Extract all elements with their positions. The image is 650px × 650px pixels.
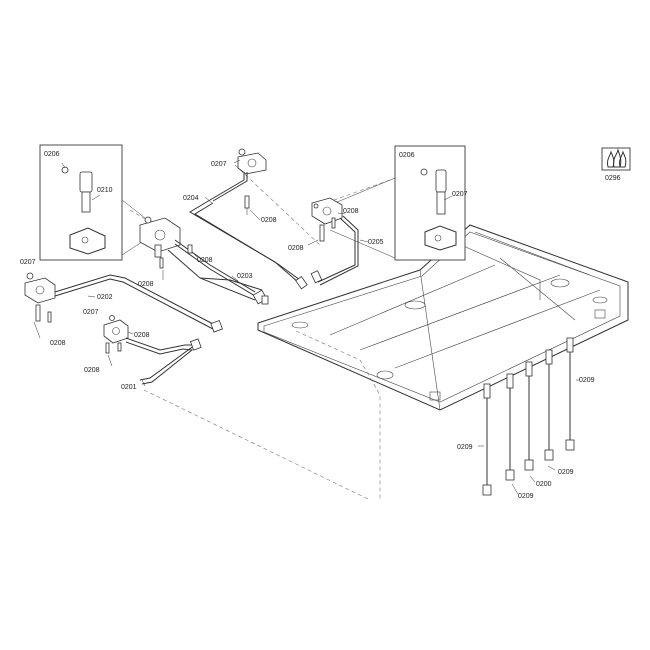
burner-frame [257, 224, 629, 411]
label-small-0208-a: 0208 [134, 332, 150, 339]
label-pipe-0204: 0204 [183, 195, 199, 202]
label-left-0208: 0208 [50, 340, 66, 347]
inset-left: 0206 0210 [39, 144, 146, 261]
guide-lines [129, 164, 391, 501]
ignition-leads: 0209 0209 0200 0209 0209 [457, 337, 595, 500]
label-wire-0200: 0200 [536, 481, 552, 488]
label-pipe-0205: 0205 [368, 239, 384, 246]
label-center-0208: 0208 [197, 257, 213, 264]
label-small-0207: 0207 [83, 309, 99, 316]
label-pipe-0202: 0202 [97, 294, 113, 301]
label-wire-0209-b: 0209 [558, 469, 574, 476]
label-wire-0209-d: 0209 [457, 444, 473, 451]
valve-small: 0207 0208 0208 0201 [83, 309, 202, 391]
label-top-0208: 0208 [261, 217, 277, 224]
label-inset-right-0207: 0207 [452, 191, 468, 198]
valve-main-left: 0208 0208 [138, 216, 269, 305]
label-center-0208-b: 0208 [138, 281, 154, 288]
inset-right: 0206 0207 [329, 145, 468, 261]
label-pipe-0203: 0203 [237, 273, 253, 280]
label-top-0207: 0207 [211, 161, 227, 168]
label-inset-left-0206: 0206 [44, 151, 60, 158]
label-inset-left-0210: 0210 [97, 187, 113, 194]
pipe-0203: 0203 [199, 273, 263, 291]
label-inset-right-0206: 0206 [399, 152, 415, 159]
label-left-0207: 0207 [20, 259, 36, 266]
valve-top: 0207 0208 [209, 148, 277, 224]
flame-kit-icon: 0296 [601, 147, 631, 182]
valve-mid-right: 0208 0208 0205 [288, 197, 384, 286]
label-mid-0208-a: 0208 [343, 208, 359, 215]
label-pipe-0201: 0201 [121, 384, 137, 391]
valve-far-left: 0207 0202 0208 [20, 259, 223, 347]
label-small-0208-b: 0208 [84, 367, 100, 374]
label-icon-0296: 0296 [605, 175, 621, 182]
label-wire-0209-a: 0209 [579, 377, 595, 384]
pipe-0204: 0204 [183, 195, 308, 290]
label-wire-0209-c: 0209 [518, 493, 534, 500]
label-mid-0208-b: 0208 [288, 245, 304, 252]
